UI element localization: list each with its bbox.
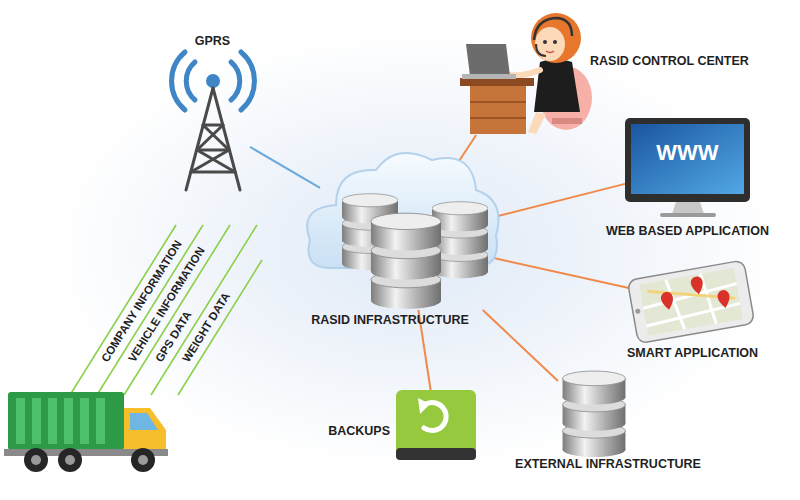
icon-node: WWWWEB BASED APPLICATION <box>625 118 750 218</box>
icon-node: SMART APPLICATION <box>630 262 755 342</box>
node-label: BACKUPS <box>316 424 390 439</box>
data-lines <box>70 225 262 395</box>
node-label: GPRS <box>135 34 290 49</box>
icon-node: RASID INFRASTRUCTURE <box>320 168 495 310</box>
icon-node: GPRS <box>175 60 250 190</box>
icon-node: EXTERNAL INFRASTRUCTURE <box>558 372 630 458</box>
connector-line <box>495 258 630 288</box>
icon-node: BACKUPS <box>396 390 476 460</box>
node-label: WEB BASED APPLICATION <box>600 224 775 239</box>
screen-text: WWW <box>631 140 744 166</box>
monitor <box>625 118 750 217</box>
node-label: SMART APPLICATION <box>615 346 770 361</box>
connector-line <box>495 184 625 217</box>
smartphone <box>627 260 754 344</box>
backup-drive <box>396 390 476 460</box>
operator-desk <box>460 13 592 134</box>
node-label: RASID CONTROL CENTER <box>590 54 790 69</box>
node-label: RASID INFRASTRUCTURE <box>285 313 495 328</box>
node-label: EXTERNAL INFRASTRUCTURE <box>508 457 708 472</box>
radio-tower <box>172 52 255 190</box>
cloud-database <box>307 153 498 309</box>
icon-node: RASID CONTROL CENTER <box>455 10 580 135</box>
garbage-truck <box>4 392 168 472</box>
database-icon <box>563 371 626 457</box>
connector-line <box>250 147 320 188</box>
connector-line <box>483 310 558 381</box>
